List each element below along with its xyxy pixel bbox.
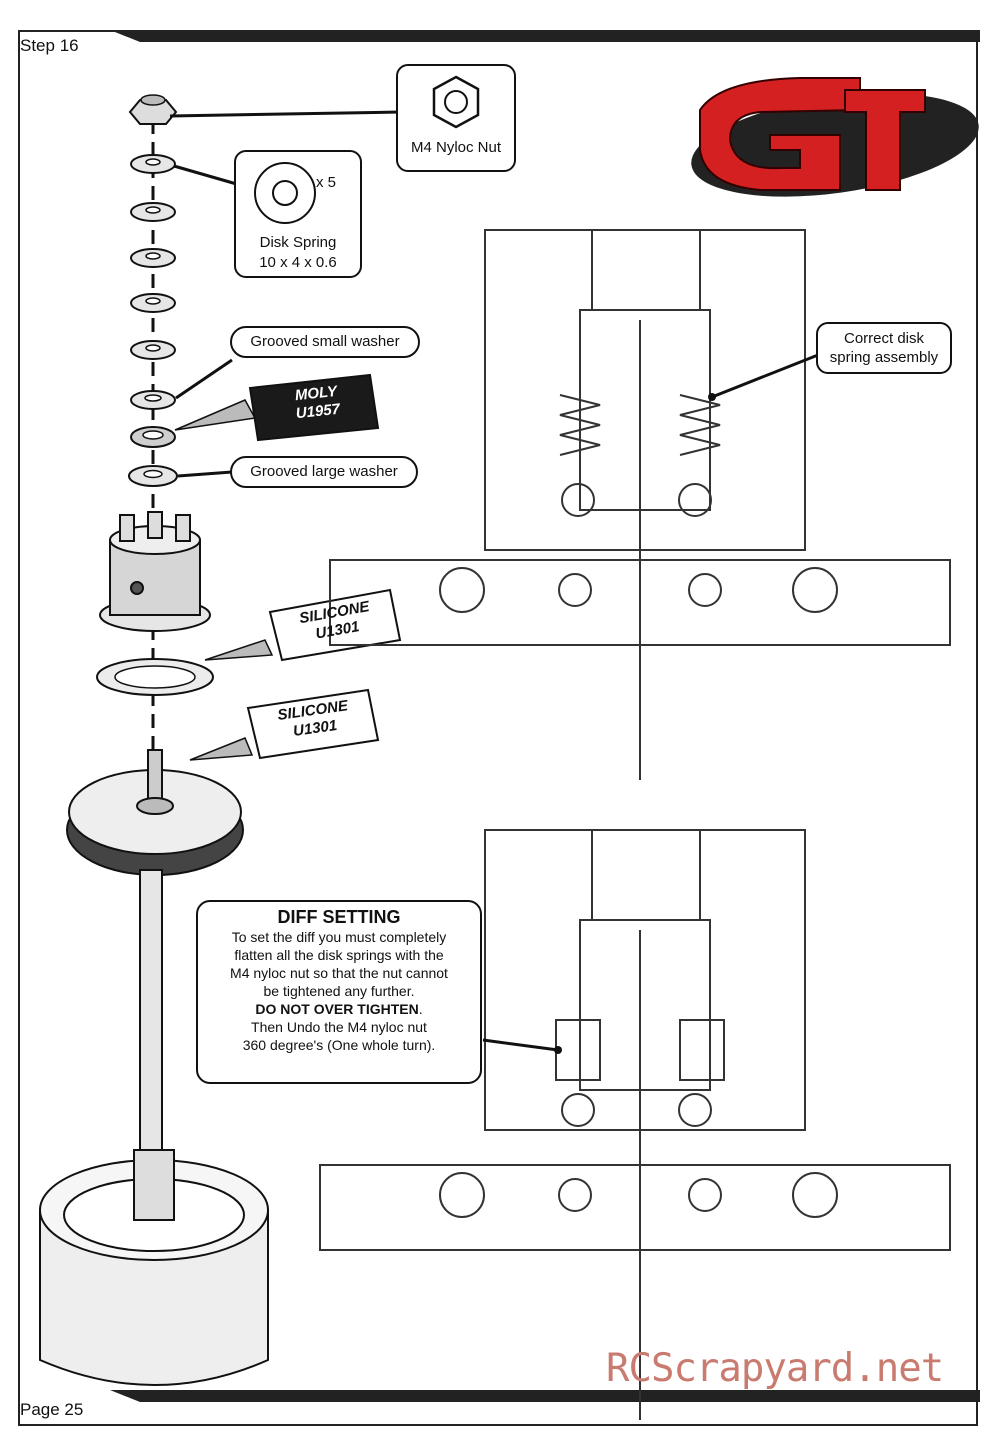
disk-spring-icon: [254, 162, 316, 224]
diff-setting-line3: M4 nyloc nut so that the nut cannot: [230, 965, 448, 981]
small-washer-callout: Grooved small washer: [230, 326, 420, 358]
diff-setting-line1: To set the diff you must completely: [231, 929, 447, 945]
grooved-large-washer-part: [128, 465, 178, 487]
diff-setting-box: DIFF SETTING To set the diff you must co…: [196, 900, 482, 1084]
page-number: Page 25: [20, 1400, 84, 1419]
diff-setting-warning-period: .: [418, 1001, 423, 1017]
nut-callout: M4 Nyloc Nut: [396, 64, 516, 172]
diff-setting-warning: DO NOT OVER TIGHTEN: [255, 1001, 419, 1017]
step-label: Step 16: [20, 36, 79, 55]
hex-nut-icon: [432, 75, 480, 129]
thrust-bearing-part: [130, 426, 176, 448]
spur-gear-part: [66, 749, 244, 876]
diff-shaft: [139, 869, 163, 1161]
diff-setting-line4: be tightened any further.: [263, 983, 415, 999]
header-bar: [110, 30, 980, 42]
footer-bar: [110, 1390, 980, 1402]
watermark: RCScrapyard.net: [606, 1346, 944, 1391]
diff-setting-title: DIFF SETTING: [277, 907, 401, 927]
correct-assembly-line1: Correct disk: [843, 330, 925, 347]
disk-spring-quantity: x 5: [316, 174, 337, 191]
grooved-small-washer-part: [130, 390, 176, 410]
disk-spring-size: 10 x 4 x 0.6: [259, 254, 337, 271]
silicone-tube-a: [204, 588, 402, 662]
moly-tube: [174, 373, 380, 442]
diff-hub-part: [99, 511, 211, 632]
diff-setting-line5-row: DO NOT OVER TIGHTEN.: [198, 1000, 480, 1018]
disk-spring-callout: x 5 Disk Spring 10 x 4 x 0.6: [234, 150, 362, 278]
diff-setting-line6: Then Undo the M4 nyloc nut: [251, 1019, 427, 1035]
large-washer-callout: Grooved large washer: [230, 456, 418, 488]
nyloc-nut-part: [128, 94, 178, 125]
diff-ring-part: [96, 658, 214, 696]
cross-section-top: [329, 229, 951, 780]
silicone-tube-b: [189, 688, 380, 761]
cross-section-bottom: [319, 829, 951, 1420]
diff-pulley-part: [39, 1149, 269, 1386]
supastox-gt-logo: [691, 77, 979, 197]
diff-setting-line7: 360 degree's (One whole turn).: [242, 1037, 436, 1053]
nut-label: M4 Nyloc Nut: [410, 139, 502, 156]
correct-assembly-callout: Correct disk spring assembly: [816, 322, 952, 374]
correct-assembly-line2: spring assembly: [829, 349, 939, 366]
diff-setting-line2: flatten all the disk springs with the: [234, 947, 444, 963]
disk-spring-name: Disk Spring: [259, 234, 337, 251]
